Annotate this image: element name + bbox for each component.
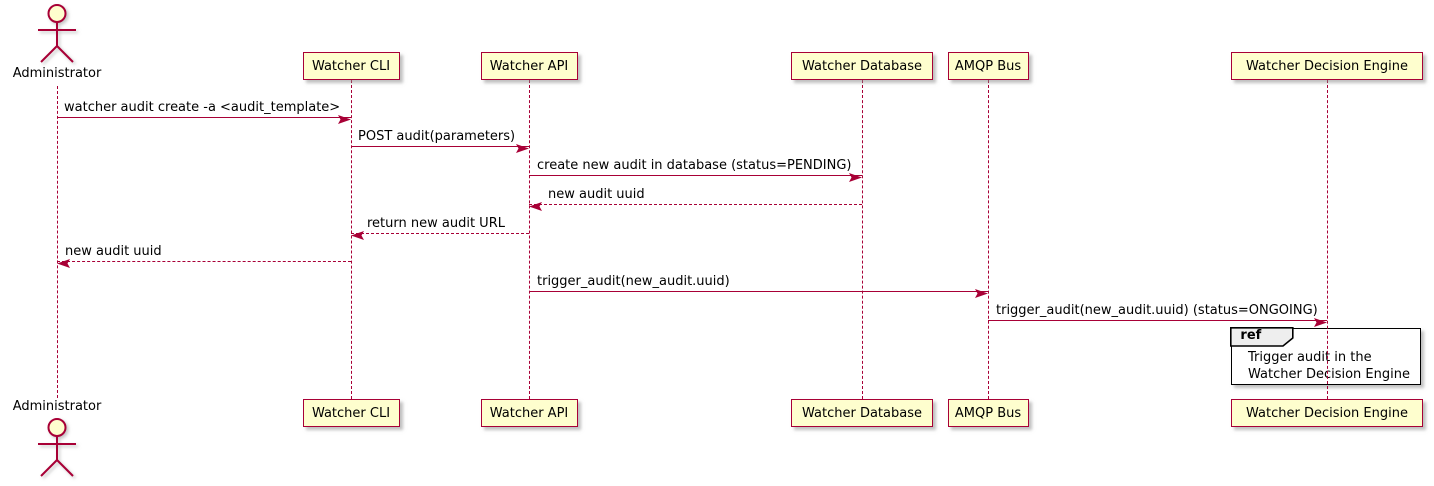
- arrowhead-icon: [57, 257, 70, 268]
- arrowhead-icon: [351, 229, 364, 240]
- actor-label-administrator-top: Administrator: [12, 66, 102, 81]
- ref-keyword-label: ref: [1240, 328, 1262, 344]
- arrowhead-icon: [338, 113, 351, 124]
- message-label-3: new audit uuid: [548, 187, 645, 202]
- message-label-4: return new audit URL: [367, 216, 505, 231]
- participant-box-amqp-bus-top: AMQP Bus: [947, 52, 1029, 80]
- message-label-7: trigger_audit(new_audit.uuid) (status=ON…: [996, 303, 1318, 318]
- message-label-2: create new audit in database (status=PEN…: [537, 158, 852, 173]
- message-line-2: [529, 175, 862, 176]
- message-label-0: watcher audit create -a <audit_template>: [64, 100, 341, 115]
- arrowhead-icon: [975, 287, 988, 298]
- message-line-6: [529, 291, 988, 292]
- participant-box-watcher-database-top: Watcher Database: [791, 52, 933, 80]
- message-line-3: [529, 204, 862, 205]
- arrowhead-icon: [529, 200, 542, 211]
- message-label-6: trigger_audit(new_audit.uuid): [537, 274, 730, 289]
- participant-box-watcher-api-bottom: Watcher API: [480, 399, 578, 427]
- ref-fragment: ref Trigger audit in the Watcher Decisio…: [1230, 327, 1421, 385]
- message-line-0: [57, 117, 351, 118]
- participant-box-amqp-bus-bottom: AMQP Bus: [947, 399, 1029, 427]
- ref-text-line2: Watcher Decision Engine: [1248, 367, 1410, 382]
- actor-figure-administrator-bottom: [32, 417, 82, 479]
- arrowhead-icon: [516, 142, 529, 153]
- arrowhead-icon: [1314, 316, 1327, 327]
- message-line-4: [351, 233, 529, 234]
- lifeline-watcher-cli: [351, 80, 352, 399]
- participant-box-watcher-decision-engine-top: Watcher Decision Engine: [1231, 52, 1423, 80]
- ref-keyword-tab: ref: [1230, 327, 1295, 348]
- participant-box-watcher-cli-bottom: Watcher CLI: [302, 399, 400, 427]
- lifeline-watcher-decision-engine: [1327, 80, 1328, 399]
- lifeline-amqp-bus: [988, 80, 989, 399]
- lifeline-administrator: [57, 86, 58, 398]
- ref-fragment-text: Trigger audit in the Watcher Decision En…: [1248, 349, 1410, 383]
- message-line-1: [351, 146, 529, 147]
- actor-label-administrator-bottom: Administrator: [12, 399, 102, 414]
- lifeline-watcher-database: [862, 80, 863, 399]
- arrowhead-icon: [849, 171, 862, 182]
- actor-figure-administrator-top: [32, 3, 82, 65]
- participant-box-watcher-database-bottom: Watcher Database: [791, 399, 933, 427]
- participant-box-watcher-api-top: Watcher API: [480, 52, 578, 80]
- ref-text-line1: Trigger audit in the: [1248, 350, 1372, 365]
- message-label-5: new audit uuid: [65, 244, 162, 259]
- lifeline-watcher-api: [529, 80, 530, 399]
- message-line-7: [988, 320, 1327, 321]
- message-label-1: POST audit(parameters): [358, 129, 516, 144]
- participant-box-watcher-cli-top: Watcher CLI: [302, 52, 400, 80]
- ref-pentagon-icon: [1230, 327, 1295, 348]
- message-line-5: [57, 261, 351, 262]
- participant-box-watcher-decision-engine-bottom: Watcher Decision Engine: [1231, 399, 1423, 427]
